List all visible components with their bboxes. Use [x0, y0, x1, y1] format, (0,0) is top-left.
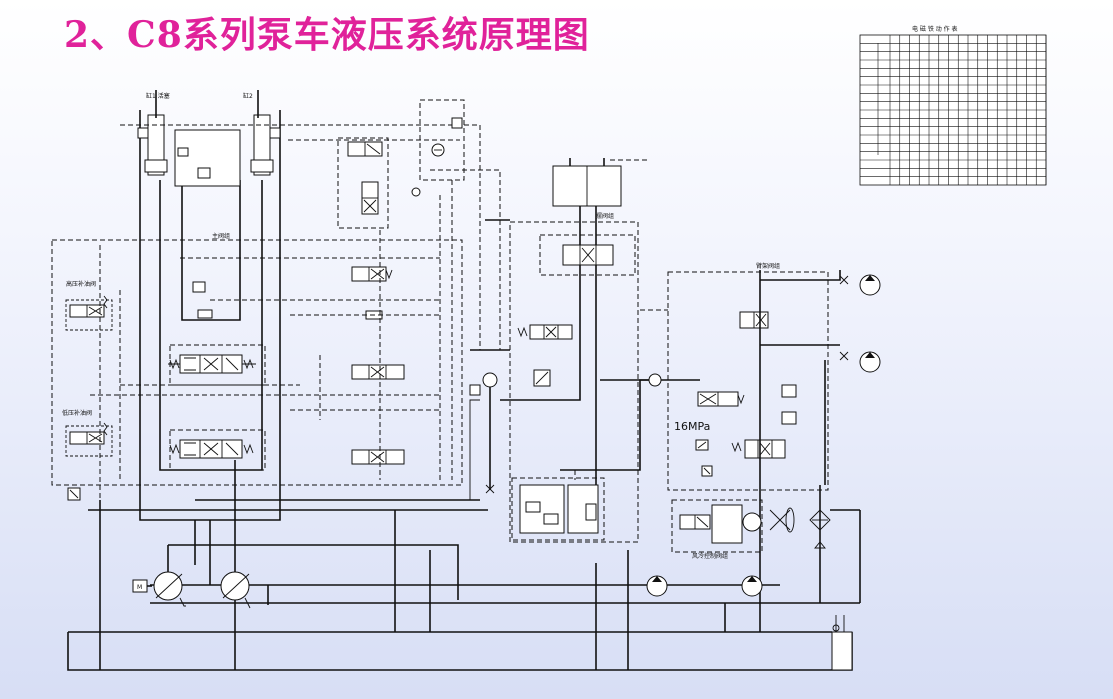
- main-valve-label: 主阀组: [212, 232, 230, 240]
- cooling-valve-label: 风冷控制阀组: [692, 552, 728, 560]
- boom-valve-label: 臂架阀组: [756, 262, 780, 270]
- swing-valve-group: 摆阀组: [469, 158, 650, 543]
- slide-title: 2、C8系列泵车液压系统原理图: [64, 14, 590, 56]
- table-title: 电 磁 铁 动 作 表: [912, 25, 958, 33]
- connection-lines: [99, 159, 668, 500]
- top-middle-valves: [337, 99, 465, 229]
- main-valve-group: 主阀组 高压补油阀 低压补油阀: [51, 110, 463, 521]
- cooling-valve-group: 风冷控制阀组: [671, 499, 831, 560]
- hp-valve-label: 高压补油阀: [66, 280, 96, 288]
- swing-valve-label: 摆阀组: [596, 212, 614, 220]
- main-pump-group: M: [132, 571, 763, 609]
- svg-text:M: M: [137, 584, 142, 591]
- pressure-setting-label: 16MPa: [674, 420, 710, 433]
- boom-valve-group: 臂架阀组 16MPa: [600, 262, 881, 520]
- tank-and-return-lines: [67, 460, 861, 671]
- svg-text:缸2: 缸2: [243, 92, 253, 100]
- svg-text:缸1 活塞: 缸1 活塞: [146, 92, 170, 100]
- solenoid-action-table: 电 磁 铁 动 作 表: [859, 25, 1047, 186]
- pumping-cylinders: 缸1 活塞 缸2: [120, 90, 481, 350]
- lp-valve-label: 低压补油阀: [62, 409, 92, 417]
